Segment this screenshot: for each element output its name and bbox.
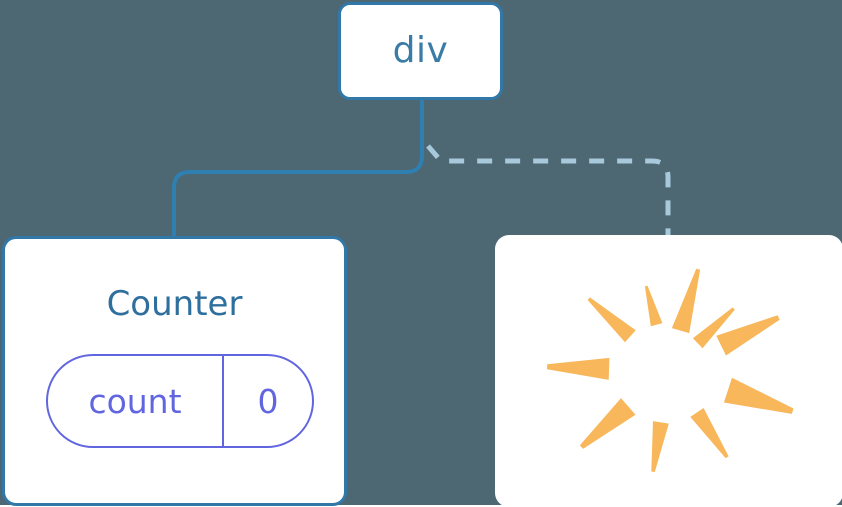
- sparkle-ray-10: [692, 307, 735, 349]
- sparkle-ray-2: [644, 285, 663, 327]
- state-pill-count[interactable]: count 0: [46, 354, 314, 448]
- edge-div-counter: [172, 98, 424, 240]
- state-pill-value: 0: [257, 381, 279, 421]
- node-div-label: div: [392, 30, 449, 71]
- sparkle-ray-7: [690, 408, 729, 459]
- sparkle-ray-5: [579, 398, 636, 449]
- node-sparkle[interactable]: [495, 235, 842, 507]
- node-div[interactable]: div: [338, 2, 503, 100]
- node-counter-label: Counter: [106, 284, 243, 324]
- sparkle-ray-8: [723, 377, 794, 414]
- sparkle-burst-icon: [547, 268, 794, 472]
- edge-div-sparkle: [426, 144, 671, 237]
- sparkle-ray-9: [716, 315, 780, 356]
- state-pill-key: count: [48, 356, 224, 446]
- sparkle-ray-1: [671, 268, 701, 334]
- node-counter[interactable]: Counter count 0: [2, 236, 347, 506]
- sparkle-ray-3: [587, 297, 636, 343]
- sparkle-ray-4: [547, 357, 610, 380]
- sparkle-ray-6: [651, 421, 669, 472]
